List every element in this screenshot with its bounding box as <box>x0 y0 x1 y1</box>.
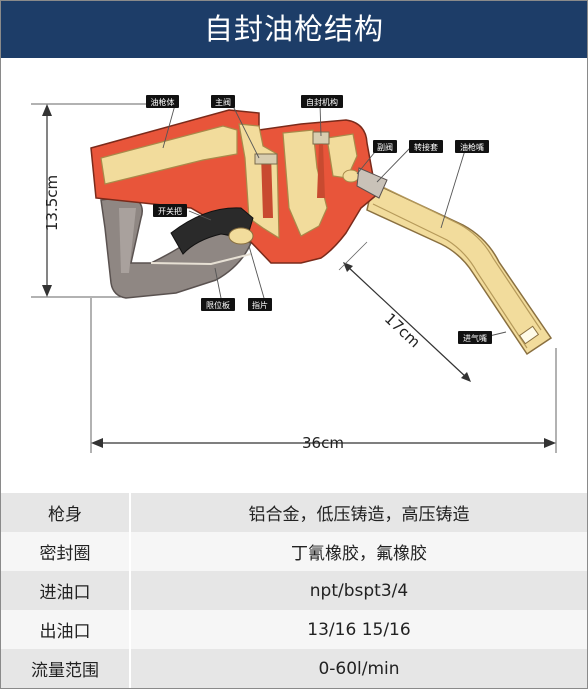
svg-text:主阀: 主阀 <box>215 97 231 107</box>
spec-row: 枪身 铝合金，低压铸造，高压铸造 <box>1 493 587 532</box>
label-self-seal: 自封机构 <box>301 95 343 108</box>
label-air-inlet: 进气嘴 <box>458 331 492 344</box>
svg-text:副阀: 副阀 <box>377 143 393 152</box>
label-handle: 开关把 <box>153 204 187 217</box>
nozzle-diagram: 13.5cm <box>31 95 557 453</box>
svg-text:自封机构: 自封机构 <box>306 97 338 107</box>
spec-row: 出油口 13/16 15/16 <box>1 610 587 649</box>
spec-row: 密封圈 丁氰橡胶，氟橡胶 <box>1 532 587 571</box>
label-finger: 指片 <box>248 298 272 311</box>
svg-text:开关把: 开关把 <box>158 206 182 216</box>
total-length-dimension: 36cm <box>90 298 557 453</box>
spec-key: 进油口 <box>1 571 131 610</box>
page-title: 自封油枪结构 <box>1 1 587 58</box>
height-dimension: 13.5cm <box>31 103 176 298</box>
spout-length-dimension: 17cm <box>338 241 471 382</box>
label-aux-valve: 副阀 <box>373 140 397 153</box>
svg-text:指片: 指片 <box>252 300 268 310</box>
spec-row: 流量范围 0-60l/min <box>1 649 587 688</box>
gun-body <box>90 109 388 264</box>
spec-value: 丁氰橡胶，氟橡胶 <box>130 532 587 571</box>
spec-row: 进油口 npt/bspt3/4 <box>1 571 587 610</box>
svg-text:油枪体: 油枪体 <box>151 97 175 107</box>
spec-key: 流量范围 <box>1 649 131 688</box>
svg-text:进气嘴: 进气嘴 <box>463 333 487 343</box>
spec-value: 铝合金，低压铸造，高压铸造 <box>130 493 587 532</box>
spec-value: npt/bspt3/4 <box>130 571 587 610</box>
svg-text:转接套: 转接套 <box>414 142 438 152</box>
label-limit-plate: 限位板 <box>201 298 235 311</box>
svg-text:油枪嘴: 油枪嘴 <box>460 142 484 152</box>
svg-text:限位板: 限位板 <box>206 300 230 310</box>
spec-key: 出油口 <box>1 610 131 649</box>
label-swivel: 转接套 <box>409 140 443 153</box>
spec-key: 枪身 <box>1 493 131 532</box>
handle-guard <box>100 195 253 299</box>
label-main-valve: 主阀 <box>211 95 235 108</box>
spout-length-label: 17cm <box>381 309 424 351</box>
spec-key: 密封圈 <box>1 532 131 571</box>
height-label: 13.5cm <box>43 175 61 231</box>
spec-table: 枪身 铝合金，低压铸造，高压铸造 密封圈 丁氰橡胶，氟橡胶 进油口 npt/bs… <box>1 493 587 688</box>
label-spout: 油枪嘴 <box>455 140 489 153</box>
spec-value: 0-60l/min <box>130 649 587 688</box>
spout <box>366 181 553 356</box>
trigger-lever <box>150 207 254 266</box>
total-length-label: 36cm <box>302 434 344 452</box>
label-body: 油枪体 <box>146 95 179 108</box>
spec-value: 13/16 15/16 <box>130 610 587 649</box>
